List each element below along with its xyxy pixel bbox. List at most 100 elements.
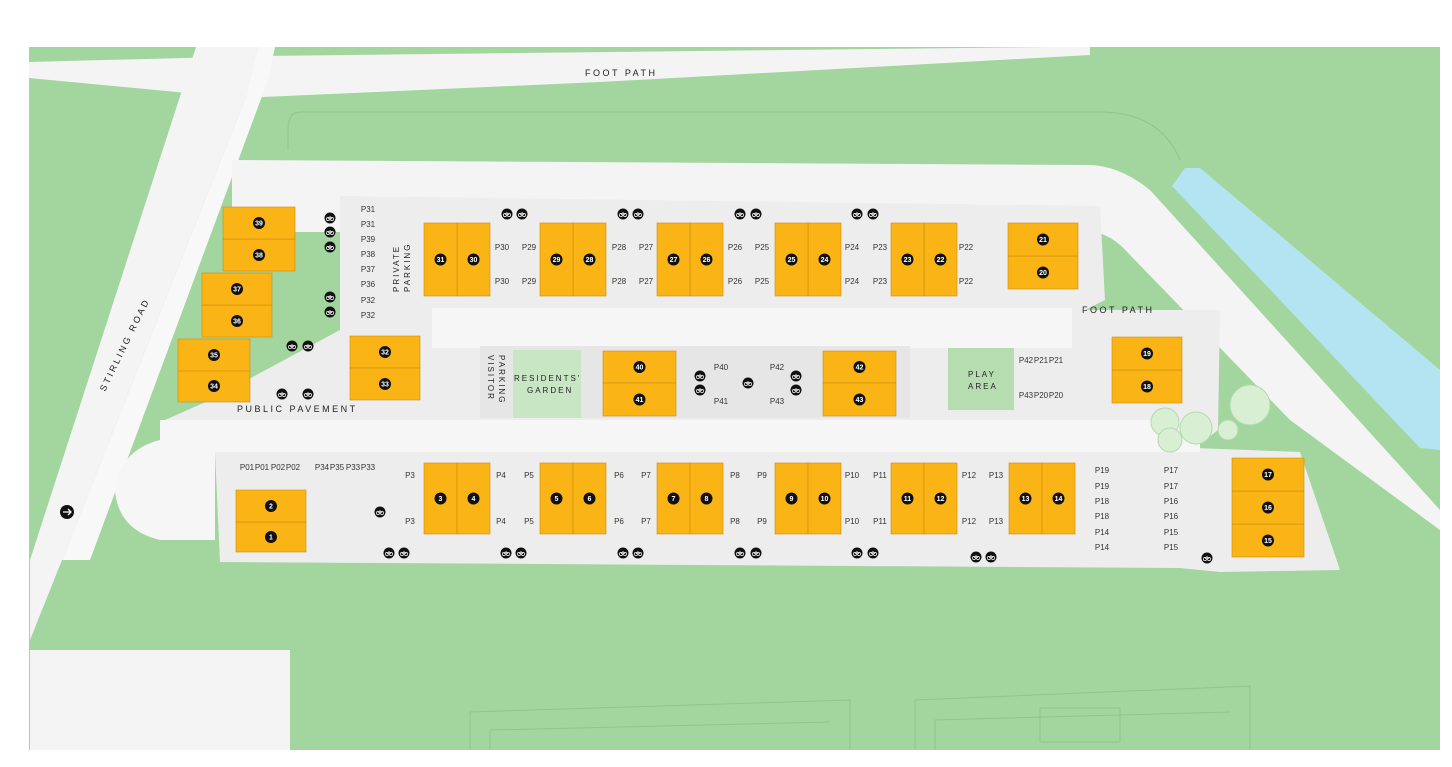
plot-32[interactable]: 32	[349, 335, 421, 369]
parking-space-label: P11	[873, 471, 887, 480]
plot-6[interactable]: 6	[572, 462, 607, 535]
plot-1[interactable]: 1	[235, 521, 307, 553]
plot-15[interactable]: 15	[1231, 523, 1305, 558]
plot-14[interactable]: 14	[1041, 462, 1076, 535]
plot-9[interactable]: 9	[774, 462, 809, 535]
plot-marker	[667, 492, 680, 505]
plot-number: 43	[856, 397, 864, 404]
parking-space-label: P41	[714, 397, 729, 406]
plot-23[interactable]: 23	[890, 222, 925, 297]
plot-31[interactable]: 31	[423, 222, 458, 297]
plot-10[interactable]: 10	[807, 462, 842, 535]
plot-26[interactable]: 26	[689, 222, 724, 297]
plot-number: 5	[555, 496, 559, 503]
parking-space-label: P25	[755, 277, 770, 286]
plot-22[interactable]: 22	[923, 222, 958, 297]
parking-space-label: P18	[1095, 497, 1110, 506]
parking-space-label: P9	[757, 517, 767, 526]
plot-25[interactable]: 25	[774, 222, 809, 297]
play-area-label-1: PLAY	[968, 370, 996, 379]
plot-number: 12	[937, 496, 945, 503]
plot-19[interactable]: 19	[1111, 336, 1183, 371]
plot-number: 1	[269, 535, 273, 542]
visitor-parking-label-1: VISITOR	[486, 355, 495, 401]
bicycle-icon	[750, 547, 762, 559]
plot-number: 34	[210, 384, 218, 391]
bicycle-icon	[501, 208, 513, 220]
plot-marker	[253, 217, 265, 229]
plot-marker	[231, 315, 243, 327]
plot-29[interactable]: 29	[539, 222, 574, 297]
private-parking-label-2: PARKING	[403, 243, 412, 292]
plot-marker	[208, 380, 220, 392]
plot-39[interactable]: 39	[222, 206, 296, 240]
plot-5[interactable]: 5	[539, 462, 574, 535]
bicycle-icon	[324, 212, 336, 224]
plot-34[interactable]: 34	[177, 369, 251, 403]
bicycle-icon	[750, 208, 762, 220]
plot-12[interactable]: 12	[923, 462, 958, 535]
bike-layer	[276, 208, 1213, 564]
plot-21[interactable]: 21	[1007, 222, 1079, 257]
plot-number: 10	[821, 496, 829, 503]
plot-number: 22	[937, 257, 945, 264]
parking-space-label: P8	[730, 471, 740, 480]
plot-28[interactable]: 28	[572, 222, 607, 297]
plot-marker	[1262, 534, 1274, 547]
arrow-right-icon[interactable]	[60, 505, 74, 519]
parking-space-label: P38	[361, 250, 376, 259]
plot-4[interactable]: 4	[456, 462, 491, 535]
parking-space-label: P10	[845, 471, 860, 480]
plot-7[interactable]: 7	[656, 462, 691, 535]
plot-8[interactable]: 8	[689, 462, 724, 535]
bicycle-icon	[617, 547, 629, 559]
plot-16[interactable]: 16	[1231, 490, 1305, 525]
plot-11[interactable]: 11	[890, 462, 925, 535]
plot-38[interactable]: 38	[222, 238, 296, 272]
plot-42[interactable]: 42	[822, 350, 897, 384]
parking-space-label: P12	[962, 471, 977, 480]
bicycle-icon	[694, 370, 706, 382]
parking-space-label: P16	[1164, 512, 1179, 521]
plot-20[interactable]: 20	[1007, 255, 1079, 290]
bicycle-icon	[851, 208, 863, 220]
plot-40[interactable]: 40	[602, 350, 677, 384]
plot-24[interactable]: 24	[807, 222, 842, 297]
parking-space-label: P02	[286, 463, 301, 472]
bicycle-icon	[867, 208, 879, 220]
plot-marker	[550, 492, 563, 505]
plot-37[interactable]: 37	[201, 272, 273, 306]
plot-17[interactable]: 17	[1231, 457, 1305, 492]
parking-space-label: P30	[495, 243, 510, 252]
bicycle-icon	[324, 226, 336, 238]
bicycle-icon	[276, 388, 288, 400]
plot-30[interactable]: 30	[456, 222, 491, 297]
plot-number: 42	[856, 365, 864, 372]
parking-space-label: P21	[1034, 356, 1049, 365]
plot-41[interactable]: 41	[602, 382, 677, 417]
plot-18[interactable]: 18	[1111, 369, 1183, 404]
bicycle-icon	[790, 370, 802, 382]
parking-space-label: P3	[405, 517, 415, 526]
contour-line	[287, 111, 1181, 161]
plot-number: 9	[790, 496, 794, 503]
plot-marker	[901, 492, 914, 505]
parking-space-label: P26	[728, 277, 743, 286]
bicycle-icon	[500, 547, 512, 559]
plot-33[interactable]: 33	[349, 367, 421, 401]
plot-36[interactable]: 36	[201, 304, 273, 338]
parking-space-label: P15	[1164, 528, 1179, 537]
plot-number: 21	[1039, 237, 1047, 244]
plot-35[interactable]: 35	[177, 338, 251, 372]
plot-43[interactable]: 43	[822, 382, 897, 417]
plot-2[interactable]: 2	[235, 489, 307, 523]
plot-13[interactable]: 13	[1008, 462, 1043, 535]
bicycle-icon	[632, 547, 644, 559]
parking-space-label: P20	[1049, 391, 1064, 400]
parking-space-label: P20	[1034, 391, 1049, 400]
plot-27[interactable]: 27	[656, 222, 691, 297]
plot-3[interactable]: 3	[423, 462, 458, 535]
parking-space-label: P21	[1049, 356, 1064, 365]
parking-space-label: P24	[845, 277, 860, 286]
